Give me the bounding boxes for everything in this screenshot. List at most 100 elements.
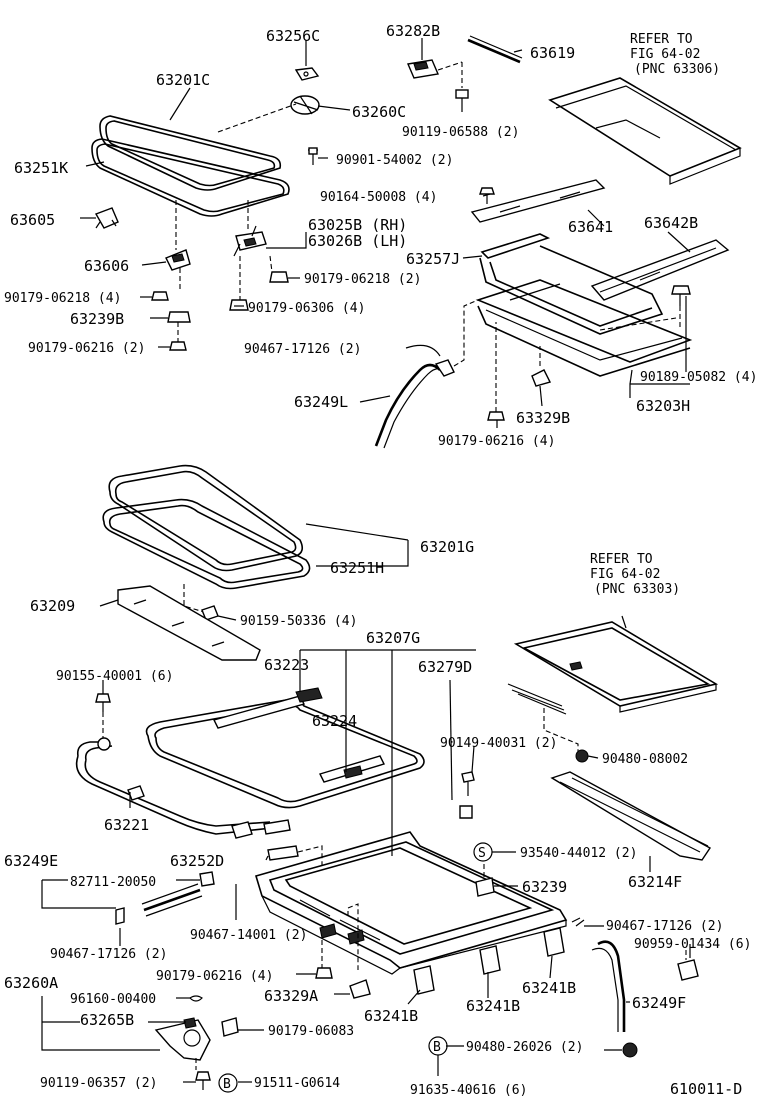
nut-left <box>151 291 169 301</box>
symbol-b1-text: B <box>223 1077 231 1092</box>
knob-63260c <box>290 95 320 115</box>
label-90467-17126-right: 90467-17126 (2) <box>606 919 723 934</box>
hinge-63025b <box>233 225 267 257</box>
label-90480-08002: 90480-08002 <box>602 752 688 767</box>
spring-63303 <box>507 683 567 715</box>
symbol-b2-text: B <box>433 1040 441 1055</box>
label-63251k: 63251K <box>14 159 68 177</box>
label-63214f: 63214F <box>628 873 682 891</box>
frame-63257j <box>479 233 664 335</box>
label-90179-06083: 90179-06083 <box>268 1024 354 1039</box>
label-63257j: 63257J <box>406 250 460 268</box>
nut-90179-06218 <box>269 271 289 283</box>
symbol-b-1: B <box>218 1073 238 1093</box>
clip-63329b <box>531 369 552 387</box>
grommet-90480-08002 <box>575 749 589 763</box>
label-63201c: 63201C <box>156 71 210 89</box>
screw-90149 <box>461 771 475 796</box>
clip-right-90467 <box>571 917 585 927</box>
deflector-63641 <box>470 179 606 223</box>
hose-63249l <box>374 359 455 449</box>
symbol-s-text: S <box>478 846 486 861</box>
label-63641: 63641 <box>568 218 613 236</box>
bracket-63239 <box>475 877 495 897</box>
label-90179-06216-4-top: 90179-06216 (4) <box>438 434 555 449</box>
label-63279d: 63279D <box>418 658 472 676</box>
clip-63241b-1 <box>413 965 435 995</box>
label-90119-06357: 90119-06357 (2) <box>40 1076 157 1091</box>
cable-63221 <box>75 737 291 839</box>
washer-96160 <box>189 995 203 1002</box>
seal-63251h <box>102 498 311 590</box>
label-90179-06216-4-bottom: 90179-06216 (4) <box>156 969 273 984</box>
label-90159-50336: 90159-50336 (4) <box>240 614 357 629</box>
glass-63201g <box>108 464 304 572</box>
label-63249f: 63249F <box>632 994 686 1012</box>
label-63026b: 63026B (LH) <box>308 232 407 250</box>
label-63241b-mid: 63241B <box>466 997 520 1015</box>
label-fig-1: FIG 64-02 <box>630 47 700 62</box>
label-63207g: 63207G <box>366 629 420 647</box>
label-63241b-left: 63241B <box>364 1007 418 1025</box>
label-fig-2: FIG 64-02 <box>590 567 660 582</box>
screw-90155 <box>95 693 111 712</box>
bolt-90189 <box>671 285 691 306</box>
bracket-63605 <box>94 207 119 229</box>
label-90164-50008: 90164-50008 (4) <box>320 190 437 205</box>
label-63239b: 63239B <box>70 310 124 328</box>
label-pnc-2: (PNC 63303) <box>594 582 680 597</box>
nut-bottom-4 <box>315 967 333 979</box>
leader-lines <box>41 38 691 1083</box>
label-90901-54002: 90901-54002 (2) <box>336 153 453 168</box>
bracket-63209 <box>117 585 261 661</box>
clip-63279d <box>459 805 473 819</box>
bracket-63239b <box>167 311 191 323</box>
label-90480-26026: 90480-26026 (2) <box>466 1040 583 1055</box>
trim-63252d <box>267 845 299 861</box>
housing-63207g <box>255 831 568 975</box>
label-63265b: 63265B <box>80 1011 134 1029</box>
label-63224: 63224 <box>312 712 357 730</box>
nut-left-2 <box>169 341 187 351</box>
label-63252d: 63252D <box>170 852 224 870</box>
label-63241b-right: 63241B <box>522 979 576 997</box>
label-63605: 63605 <box>10 211 55 229</box>
label-82711-20050: 82711-20050 <box>70 875 156 890</box>
bar-63214f <box>550 771 712 861</box>
label-pnc-1: (PNC 63306) <box>634 62 720 77</box>
label-90119-06588: 90119-06588 (2) <box>402 125 519 140</box>
hose-63249f <box>591 940 699 1032</box>
screw-90164 <box>479 187 495 204</box>
label-90467-17126-left: 90467-17126 (2) <box>50 947 167 962</box>
label-63209: 63209 <box>30 597 75 615</box>
label-63201g: 63201G <box>420 538 474 556</box>
motor-63260a <box>154 1017 211 1061</box>
label-90179-06216-2: 90179-06216 (2) <box>28 341 145 356</box>
symbol-b-2: B <box>428 1036 448 1056</box>
label-91635-40616: 91635-40616 (6) <box>410 1083 527 1098</box>
symbol-s: S <box>473 842 493 862</box>
clip-63241b-2 <box>479 945 501 975</box>
label-63025b: 63025B (RH) <box>308 216 407 234</box>
label-63619: 63619 <box>530 44 575 62</box>
label-93540-44012: 93540-44012 (2) <box>520 846 637 861</box>
label-figure-id: 610011-D <box>670 1080 742 1098</box>
label-63260a: 63260A <box>4 974 58 992</box>
label-90959-01434: 90959-01434 (6) <box>634 937 751 952</box>
sunshade-63306 <box>548 77 742 185</box>
label-90179-06306: 90179-06306 (4) <box>248 301 365 316</box>
clip-90179-06083 <box>221 1017 239 1037</box>
label-63329a: 63329A <box>264 987 318 1005</box>
label-63223: 63223 <box>264 656 309 674</box>
bracket-63282b <box>407 59 439 79</box>
label-90155-40001: 90155-40001 (6) <box>56 669 173 684</box>
label-refer-2: REFER TO <box>590 552 653 567</box>
bracket-63606 <box>165 249 191 271</box>
label-63251h: 63251H <box>330 559 384 577</box>
hose-63249e <box>115 871 215 925</box>
label-63221: 63221 <box>104 816 149 834</box>
bolt-90119-06357 <box>195 1071 211 1090</box>
grommet-90480-26026 <box>622 1042 638 1058</box>
